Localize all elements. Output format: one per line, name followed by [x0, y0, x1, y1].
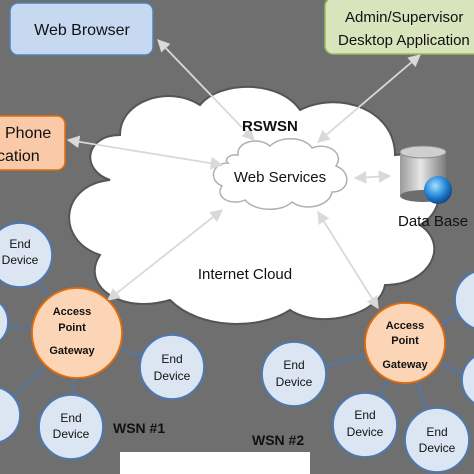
arrow-admin-services — [317, 54, 421, 143]
svg-text:End: End — [426, 425, 447, 439]
svg-text:End: End — [60, 411, 81, 425]
wsn2-end-device-left: End Device — [261, 341, 327, 407]
svg-text:Gateway: Gateway — [49, 345, 95, 357]
wsn2-label: WSN #2 — [252, 432, 304, 448]
wsn1-end-device-right: End Device — [139, 334, 205, 400]
connection-arrows — [66, 39, 421, 310]
wsn1-gateway: Access Point Gateway — [31, 287, 123, 379]
bottom-strip — [120, 452, 310, 474]
arrow-services-wsn2 — [317, 210, 379, 310]
svg-text:Access: Access — [386, 320, 425, 332]
svg-text:Point: Point — [391, 335, 419, 347]
admin-desktop-box: Admin/Supervisor Desktop Application — [324, 0, 474, 55]
arrow-browser-services — [157, 39, 255, 141]
svg-text:End: End — [9, 237, 30, 251]
web-browser-box: Web Browser — [9, 2, 154, 56]
phone-label-line2: cation — [0, 148, 40, 165]
wsn1-end-device-bottom-left — [0, 387, 21, 443]
svg-text:Device: Device — [347, 425, 384, 439]
wsn1-end-device-bottom: End Device — [38, 394, 104, 460]
svg-text:End: End — [161, 352, 182, 366]
svg-text:End: End — [283, 358, 304, 372]
svg-text:Device: Device — [53, 427, 90, 441]
internet-cloud-label: Internet Cloud — [198, 266, 292, 283]
arrow-services-database — [353, 170, 392, 184]
svg-text:Device: Device — [2, 253, 39, 267]
web-services-label: Web Services — [234, 169, 326, 186]
admin-label-line2: Desktop Application — [338, 32, 470, 49]
wsn1-end-device-left — [0, 302, 9, 342]
wsn2-end-device-bottom-right: End Device — [404, 407, 470, 473]
svg-text:Device: Device — [154, 369, 191, 383]
rswsn-title: RSWSN — [242, 118, 298, 135]
wsn1-label: WSN #1 — [113, 420, 165, 436]
web-browser-label: Web Browser — [34, 22, 130, 39]
svg-text:Device: Device — [276, 375, 313, 389]
arrow-phone-services — [66, 135, 224, 170]
wsn2-end-device-right-top — [454, 271, 474, 329]
svg-text:End: End — [354, 408, 375, 422]
wsn2-end-device-bottom: End Device — [332, 392, 398, 458]
database-icon — [399, 145, 452, 204]
wsn2-end-device-right — [461, 355, 474, 405]
phone-label-line1: Phone — [5, 125, 51, 142]
wsn1-end-device-top: End Device — [0, 222, 53, 288]
admin-label-line1: Admin/Supervisor — [345, 9, 463, 26]
database-label: Data Base — [398, 213, 468, 230]
arrow-services-wsn1 — [107, 209, 223, 301]
svg-text:Access: Access — [53, 306, 92, 318]
phone-app-box: Phone cation — [0, 115, 66, 171]
web-services-cloud — [212, 138, 348, 210]
wsn2-gateway: Access Point Gateway — [364, 302, 446, 384]
svg-text:Point: Point — [58, 322, 86, 334]
svg-text:Gateway: Gateway — [382, 359, 428, 371]
globe-icon — [424, 176, 452, 204]
svg-text:Device: Device — [419, 441, 456, 455]
